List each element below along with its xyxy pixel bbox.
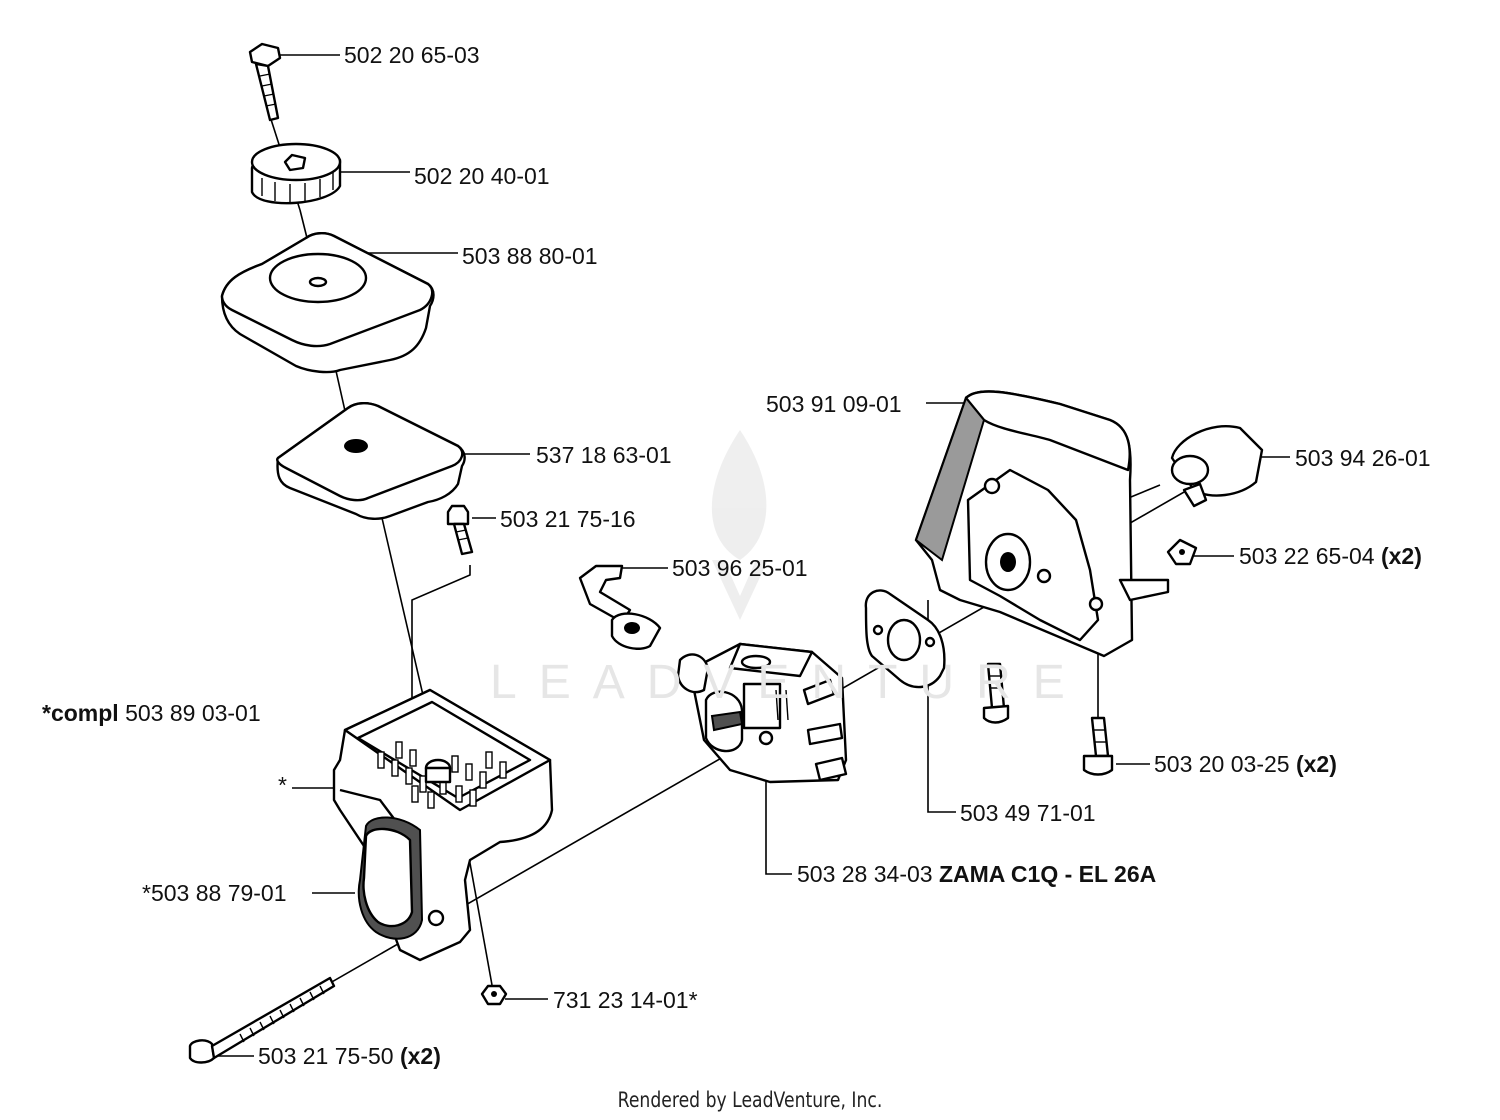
callout-gasket[interactable]: 503 49 71-01 [960,800,1096,826]
sleeve-part[interactable] [1170,425,1264,508]
footer-credit: Rendered by LeadVenture, Inc. [617,1088,883,1112]
bolt-part[interactable] [248,42,282,122]
long-screw-part[interactable] [188,976,336,1064]
compl-prefix: *compl [42,700,119,726]
callout-sleeve[interactable]: 503 94 26-01 [1295,445,1431,471]
carburetor-part[interactable] [676,642,848,784]
callout-filter[interactable]: 537 18 63-01 [536,442,672,468]
gasket-part[interactable] [864,589,946,689]
carburetor-number: 503 28 34-03 [797,861,933,887]
callout-nut[interactable]: 731 23 14-01* [553,987,698,1013]
washer-qty: (x2) [1380,543,1422,569]
callout-fuel-hose[interactable]: 503 96 25-01 [672,555,808,581]
small-screw-part[interactable] [446,504,474,556]
washer-number: 503 22 65-04 [1239,543,1375,569]
medium-screw-part[interactable] [982,662,1114,776]
intake-manifold-part[interactable] [914,390,1170,658]
filter-part[interactable] [276,402,466,520]
callout-knob[interactable]: 502 20 40-01 [414,163,550,189]
callout-long-screw[interactable]: 503 21 75-50 (x2) [258,1043,441,1069]
long-screw-qty: (x2) [399,1043,441,1069]
callout-bolt[interactable]: 502 20 65-03 [344,42,480,68]
medium-screw-qty: (x2) [1295,751,1337,777]
callout-primer-button[interactable]: *503 88 79-01 [142,880,287,906]
carburetor-model: ZAMA C1Q - EL 26A [938,861,1157,887]
knob-part[interactable] [250,142,342,205]
fuel-hose-part[interactable] [578,564,662,650]
callout-carburetor[interactable]: 503 28 34-03 ZAMA C1Q - EL 26A [797,861,1156,887]
housing-compl-number: 503 89 03-01 [125,700,261,726]
long-screw-number: 503 21 75-50 [258,1043,394,1069]
callout-medium-screw[interactable]: 503 20 03-25 (x2) [1154,751,1337,777]
callout-intake[interactable]: 503 91 09-01 [766,391,902,417]
callout-housing-star[interactable]: * [278,772,287,798]
nut-part[interactable] [480,984,508,1006]
filter-cover-part[interactable] [220,232,435,374]
housing-pins [377,741,507,809]
washer-part[interactable] [1166,538,1198,566]
medium-screw-number: 503 20 03-25 [1154,751,1290,777]
callout-washer[interactable]: 503 22 65-04 (x2) [1239,543,1422,569]
watermark-text: LEADVENTURE [490,656,1087,709]
primer-button-part[interactable] [357,816,445,940]
callout-housing-compl[interactable]: *compl 503 89 03-01 [42,700,261,726]
callout-filter-cover[interactable]: 503 88 80-01 [462,243,598,269]
callout-small-screw[interactable]: 503 21 75-16 [500,506,636,532]
watermark-logo [711,430,768,620]
